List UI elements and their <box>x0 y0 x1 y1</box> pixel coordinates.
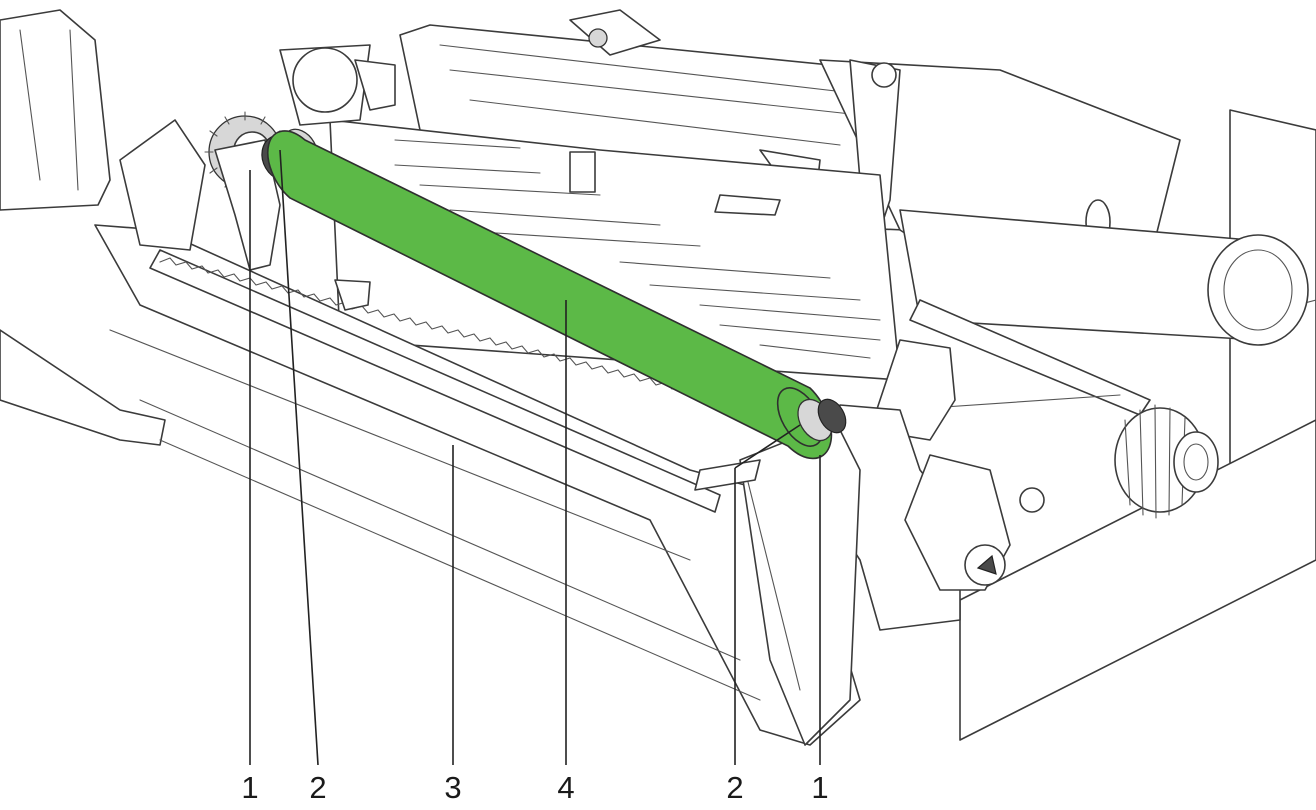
print-roller <box>261 128 847 460</box>
callout-leader-lines <box>249 149 821 766</box>
label-guide-plates <box>329 119 1151 416</box>
callout-4: 4 <box>557 770 575 805</box>
callout-2-right: 2 <box>726 770 744 805</box>
callout-2-left: 2 <box>309 770 327 805</box>
printer-housing <box>0 9 1316 741</box>
callout-1-right: 1 <box>811 770 829 805</box>
callout-3: 3 <box>444 770 462 805</box>
left-bearing-assembly <box>119 44 396 311</box>
right-bearing-assembly <box>694 339 1219 746</box>
callout-1-left: 1 <box>241 770 259 805</box>
